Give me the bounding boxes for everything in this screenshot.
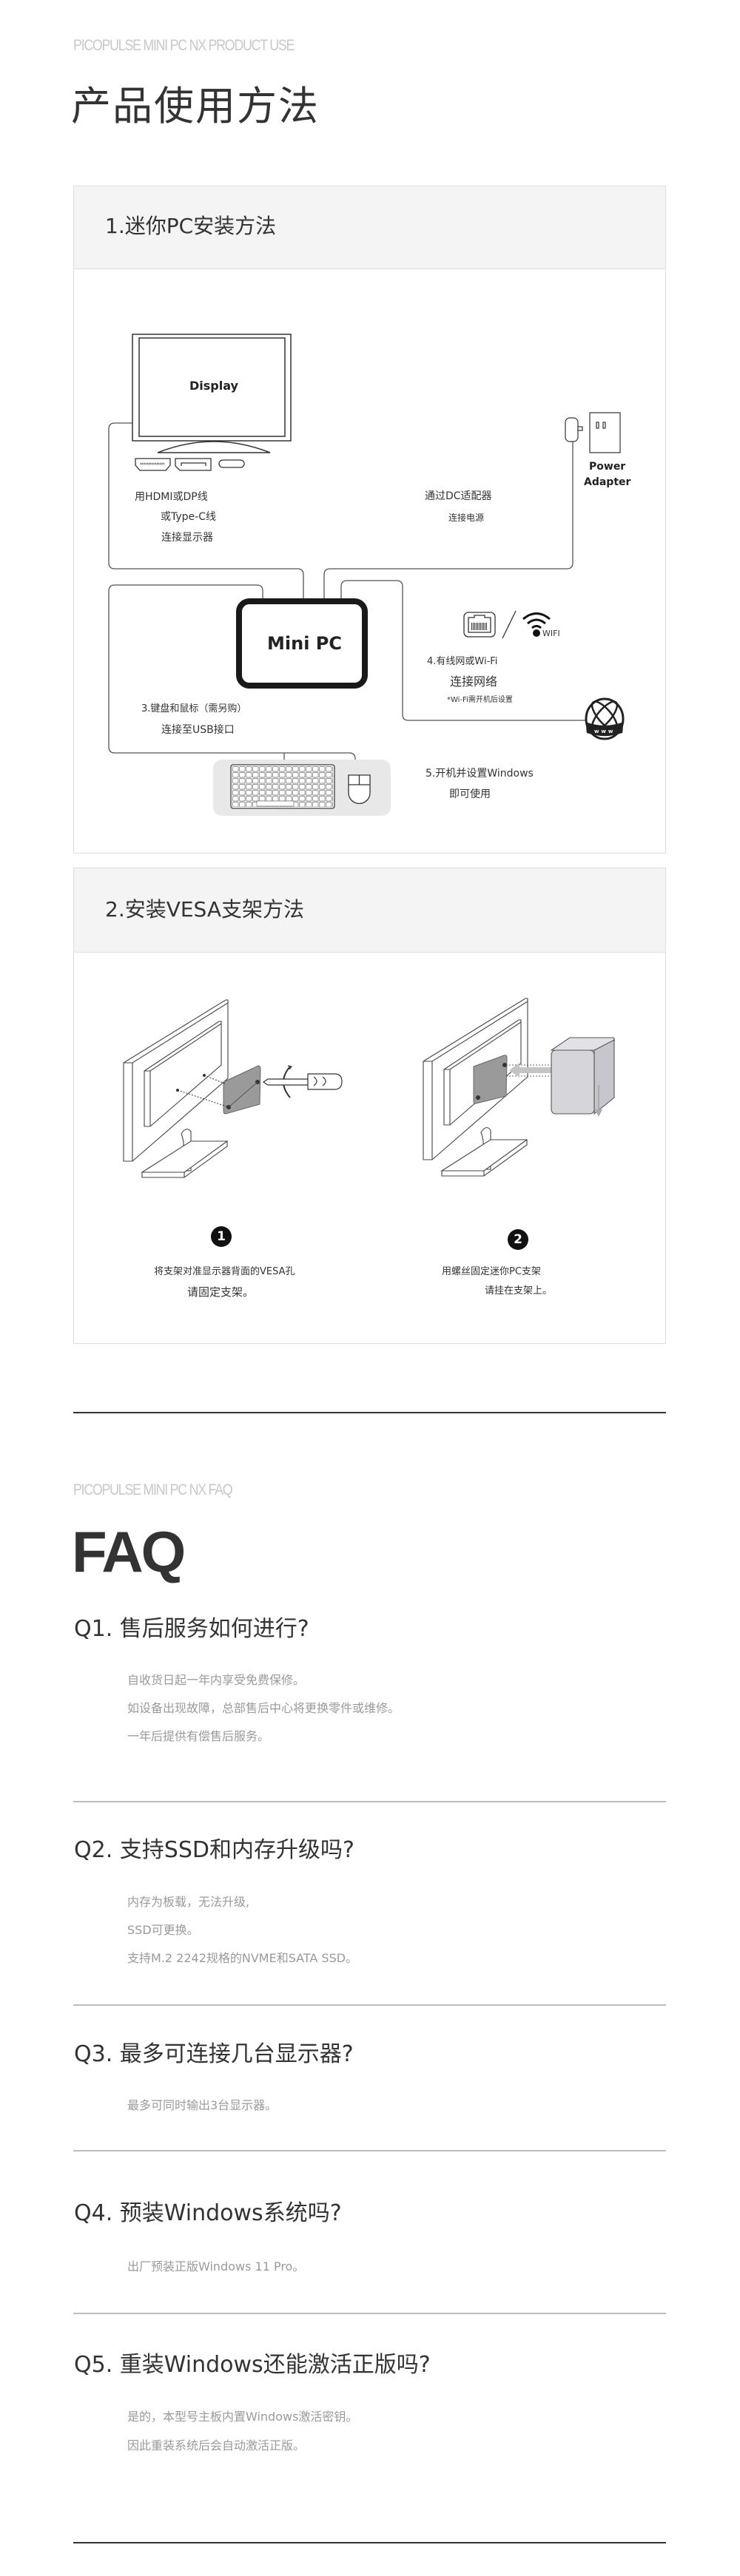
wifi-icon (522, 612, 551, 637)
faq-answer-line: 支持M.2 2242规格的NVME和SATA SSD。 (127, 1951, 358, 1965)
vesa-step2-line1: 用螺丝固定迷你PC支架 (442, 1266, 541, 1277)
step-network-line2: 连接网络 (450, 675, 498, 689)
screwdriver-icon (262, 1065, 343, 1098)
step-network-note: *Wi-Fi需开机后设置 (447, 696, 513, 704)
vesa-card-title: 2.安装VESA支架方法 (105, 897, 305, 922)
step-keyboard-line1: 3.键盘和鼠标（需另购） (141, 703, 247, 714)
power-cable (323, 442, 574, 598)
vesa-card: 2.安装VESA支架方法 (73, 868, 666, 1344)
faq-question: Q2. 支持SSD和内存升级吗? (74, 1837, 354, 1863)
keyboard-icon (230, 764, 335, 809)
monitor-back-icon (123, 999, 229, 1178)
step-keyboard-line2: 连接至USB接口 (161, 724, 235, 736)
faq-answer-line: 出厂预装正版Windows 11 Pro。 (127, 2259, 305, 2274)
faq-answer-line: SSD可更换。 (127, 1923, 199, 1937)
mini-pc-label: Mini PC (267, 633, 342, 654)
page-title: 产品使用方法 (71, 83, 320, 129)
faq-answer-line: 因此重装系统后会自动激活正版。 (127, 2438, 306, 2452)
faq-question: Q1. 售后服务如何进行? (74, 1616, 309, 1642)
vesa-step1-line1: 将支架对准显示器背面的VESA孔 (154, 1266, 295, 1277)
usage-eyebrow: PICOPULSE MINI PC NX PRODUCT USE (73, 37, 295, 54)
faq-divider (73, 2004, 666, 2006)
step-number-2: 2 (508, 1229, 528, 1250)
vesa-step2-line2: 请挂在支架上。 (485, 1285, 553, 1297)
step-display-line3: 连接显示器 (161, 532, 213, 544)
faq-question: Q5. 重装Windows还能激活正版吗? (74, 2352, 431, 2378)
installation-diagram (108, 334, 625, 1178)
section-divider (73, 1412, 666, 1413)
faq-answer-line: 如设备出现故障，总部售后中心将更换零件或维修。 (127, 1701, 400, 1715)
alignment-lines (177, 1075, 229, 1108)
network-cable (340, 580, 586, 721)
install-card: 1.迷你PC安装方法 (73, 186, 666, 853)
mouse-icon (348, 774, 371, 805)
step-power-line1: 通过DC适配器 (425, 490, 492, 502)
vesa-step2-illustration (423, 998, 615, 1177)
step-network-line1: 4.有线网或Wi-Fi (427, 656, 498, 667)
power-label: Power (589, 461, 626, 473)
cables (108, 422, 586, 775)
vesa-plate-icon (473, 1055, 508, 1104)
vesa-card-header: 2.安装VESA支架方法 (74, 868, 665, 953)
mini-pc-box-icon (550, 1037, 615, 1115)
adapter-label: Adapter (584, 476, 631, 488)
displayport-icon (175, 458, 212, 471)
vesa-step1-illustration (123, 999, 343, 1178)
divider-slash (502, 610, 517, 639)
step-number-1: 1 (211, 1226, 232, 1247)
display-label: Display (189, 379, 238, 393)
usb-c-port-icon (218, 459, 245, 468)
hdmi-port-icon (135, 458, 171, 471)
footer-divider (73, 2542, 666, 2543)
faq-question: Q4. 预装Windows系统吗? (74, 2200, 342, 2226)
step-display-line1: 用HDMI或DP线 (135, 491, 208, 503)
display-cable (108, 422, 304, 598)
vesa-plate-icon (223, 1065, 261, 1115)
mini-pc-icon (236, 598, 368, 689)
faq-answer-line: 是的，本型号主板内置Windows激活密钥。 (127, 2410, 358, 2424)
vesa-step1-line2: 请固定支架。 (187, 1285, 255, 1299)
faq-divider (73, 2150, 666, 2151)
step-boot-line2: 即可使用 (449, 788, 491, 800)
faq-answer-line: 最多可同时输出3台显示器。 (127, 2098, 278, 2112)
step-boot-line1: 5.开机并设置Windows (426, 768, 534, 780)
faq-answer-line: 内存为板载，无法升级, (127, 1895, 250, 1909)
faq-answer-line: 自收货日起一年内享受免费保修。 (127, 1673, 306, 1687)
wifi-label: WIFI (542, 629, 560, 638)
install-card-header: 1.迷你PC安装方法 (74, 186, 665, 269)
faq-eyebrow: PICOPULSE MINI PC NX FAQ (73, 1481, 233, 1498)
globe-www-icon (585, 697, 625, 740)
power-adapter-icon (565, 412, 621, 453)
arrow-left-icon (509, 1063, 551, 1078)
display-monitor-icon (132, 334, 292, 453)
faq-answer-line: 一年后提供有偿售后服务。 (127, 1729, 270, 1743)
faq-divider (73, 1801, 666, 1802)
globe-text: www (594, 728, 616, 734)
usb-cable (108, 584, 356, 775)
arrow-down-icon (595, 1085, 602, 1117)
ethernet-port-icon (463, 612, 496, 638)
faq-title: FAQ (72, 1519, 186, 1584)
step-display-line2: 或Type-C线 (161, 511, 216, 523)
faq-question: Q3. 最多可连接几台显示器? (74, 2041, 354, 2067)
step-power-line2: 连接电源 (448, 513, 485, 523)
install-card-title: 1.迷你PC安装方法 (105, 214, 277, 238)
faq-divider (73, 2313, 666, 2314)
